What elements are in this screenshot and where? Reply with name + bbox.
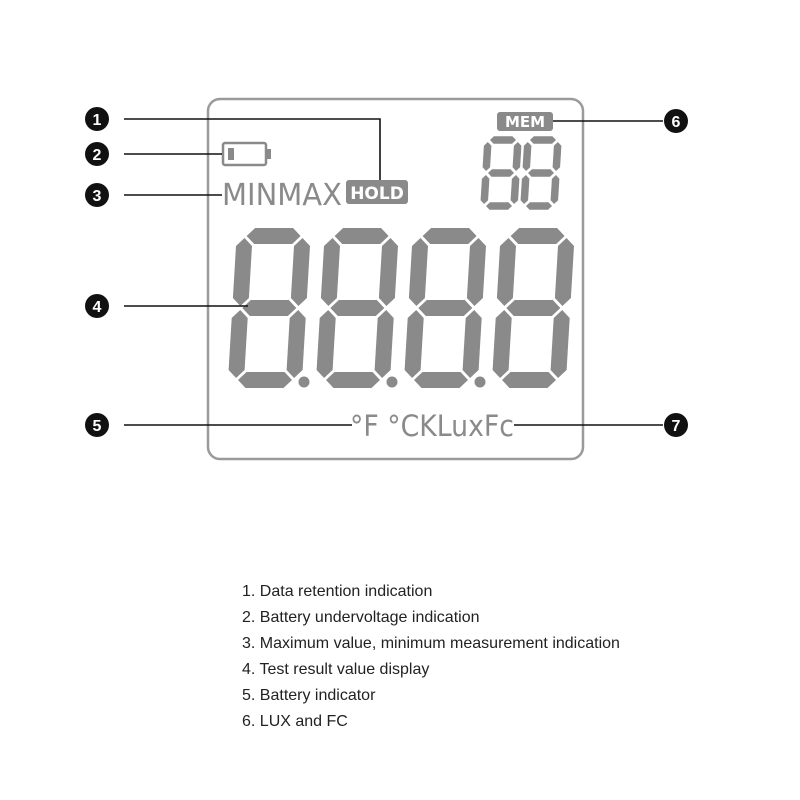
svg-text:1: 1 [93,112,102,129]
hold-label: HOLD [350,184,404,204]
segment-d [486,202,512,210]
small-digit [480,136,522,210]
svg-text:4: 4 [93,299,102,316]
decimal-point [386,376,398,388]
segment-f [522,142,532,171]
callout-2: 2 [85,142,109,166]
segment-e [316,310,336,378]
main-digit [492,228,574,388]
legend-item: 4. Test result value display [242,661,430,678]
svg-text:6: 6 [672,114,681,131]
segment-e [228,310,248,378]
callout-1: 1 [85,107,109,131]
mem-indicator: MEM [497,112,553,131]
callout-3: 3 [85,183,109,207]
segment-f [320,238,340,306]
segment-d [238,372,292,388]
segment-e [492,310,512,378]
small-digit-display [480,136,562,210]
segment-c [462,310,482,378]
minmax-label: MINMAX [222,178,342,213]
segment-g [506,300,561,316]
segment-g [418,300,473,316]
segment-c [550,175,560,204]
segment-e [404,310,424,378]
battery-icon [221,141,271,167]
segment-g [242,300,297,316]
leader-line-1 [124,118,381,180]
segment-b [290,238,310,306]
segment-d [526,202,552,210]
svg-text:2: 2 [93,147,102,164]
segment-f [408,238,428,306]
segment-d [326,372,380,388]
decimal-point [474,376,486,388]
segment-c [510,175,520,204]
legend-item: 3. Maximum value, minimum measurement in… [242,635,620,652]
mem-label: MEM [505,113,545,131]
segment-c [374,310,394,378]
lcd-frame [206,97,585,461]
segment-d [414,372,468,388]
segment-f [482,142,492,171]
main-digit [404,228,486,388]
segment-b [552,142,562,171]
small-digit [520,136,562,210]
segment-e [480,175,490,204]
segment-f [232,238,252,306]
segment-a [490,136,516,144]
legend-item: 1. Data retention indication [242,583,433,600]
leader-lines [124,118,663,426]
segment-g [488,169,514,177]
main-digit [316,228,398,388]
segment-g [528,169,554,177]
callout-7: 7 [664,413,688,437]
legend-item: 6. LUX and FC [242,713,348,730]
svg-text:7: 7 [672,418,681,435]
decimal-point [298,376,310,388]
segment-a [422,228,477,244]
segment-b [554,238,574,306]
svg-text:3: 3 [93,188,102,205]
legend-list: 1. Data retention indication 2. Battery … [242,581,620,737]
legend-item: 2. Battery undervoltage indication [242,609,480,626]
segment-b [466,238,486,306]
callout-6: 6 [664,109,688,133]
legend-item: 5. Battery indicator [242,687,376,704]
units-label: °F °CKLuxFc [350,409,514,443]
segment-f [496,238,516,306]
main-digit [228,228,310,388]
segment-a [530,136,556,144]
segment-a [510,228,565,244]
segment-c [550,310,570,378]
segment-a [334,228,389,244]
main-digit-display [228,228,574,388]
hold-indicator: HOLD [346,180,408,204]
callout-5: 5 [85,413,109,437]
segment-a [246,228,301,244]
segment-e [520,175,530,204]
segment-d [502,372,556,388]
segment-g [330,300,385,316]
segment-b [378,238,398,306]
callout-4: 4 [85,294,109,318]
segment-c [286,310,306,378]
segment-b [512,142,522,171]
svg-text:5: 5 [93,418,102,435]
